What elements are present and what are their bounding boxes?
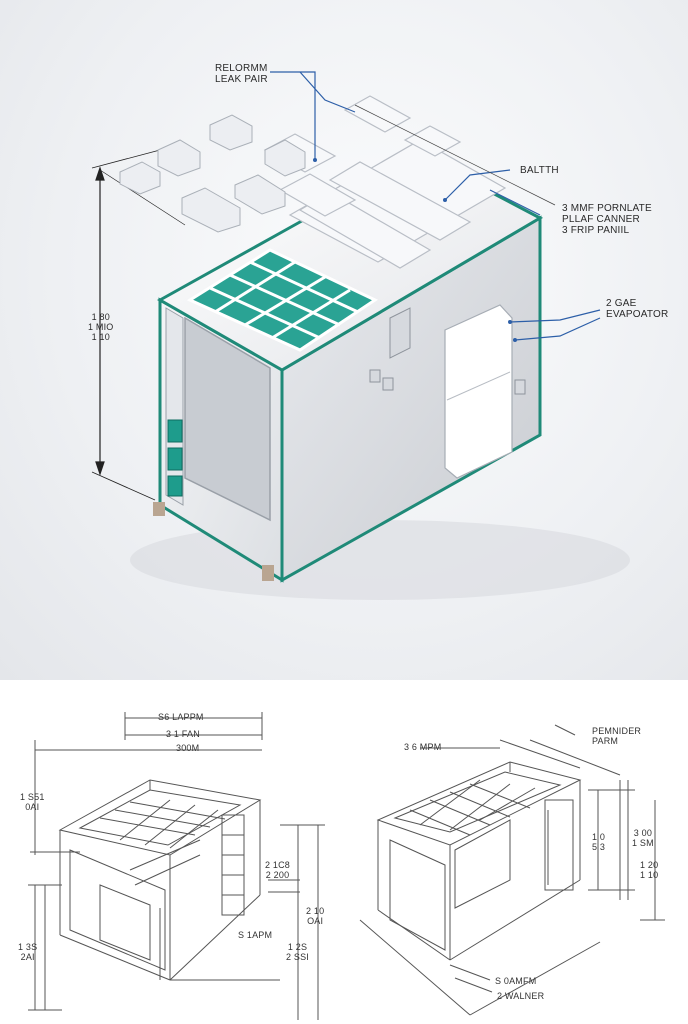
callout-leaders [270, 71, 601, 341]
foot [262, 565, 274, 581]
foot [153, 502, 165, 516]
evaporator-seam [446, 371, 511, 401]
left-lower-height-dim: 1 3S 2AI [18, 942, 38, 962]
left-top-dim-3: 300M [176, 743, 200, 753]
left-top-dim-2: 3 1 FAN [166, 729, 200, 739]
right-corner-label: PEMNIDER PARM [592, 726, 642, 746]
right-dim-2: 3 00 1 SM [632, 828, 654, 848]
roof-grid-lines [209, 260, 359, 340]
render-panel: RELORMM LEAK PAIR BALTTH 3 MMF PORNLATE … [0, 0, 688, 680]
callout-leak-pair: RELORMM LEAK PAIR [215, 63, 268, 85]
callout-baltth: BALTTH [520, 165, 559, 176]
right-top-dim: 3 6 MPM [404, 742, 442, 752]
cold-room-render [91, 71, 630, 600]
interior-shelving [167, 419, 183, 497]
right-isometric-drawing [359, 724, 665, 1016]
drawing-panel: S6 LAPPM 3 1 FAN 300M 1 S51 0AI 1 3S 2AI… [0, 680, 688, 1024]
extension-line [354, 104, 556, 206]
left-right-dim-2: 2 10 OAI [306, 906, 325, 926]
wall-hardware [369, 307, 526, 395]
exploded-blocks [119, 114, 306, 233]
evaporator-unit [444, 304, 513, 479]
exploded-roof-panels [263, 95, 507, 269]
height-dimension-label: 1 80 1 MIO 1 10 [88, 312, 114, 342]
right-bottom-label-1: S 0AMFM [495, 976, 537, 986]
left-bottom-label: S 1APM [238, 930, 273, 940]
open-door-panel [165, 307, 184, 506]
left-isometric-drawing [28, 712, 325, 1020]
callout-evaporator: 2 GAE EVAPOATOR [606, 298, 669, 320]
right-dim-1: 1 0 5 3 [592, 832, 606, 852]
callout-dots [313, 158, 517, 342]
left-mid-dim: 2 1C8 2 200 [265, 860, 291, 880]
left-right-dim-1: 1 2S 2 SSI [286, 942, 310, 962]
technical-drawings [28, 712, 665, 1020]
right-bottom-label-2: 2 WALNER [497, 991, 545, 1001]
left-top-dim-1: S6 LAPPM [158, 712, 204, 722]
height-dimension-line [91, 149, 186, 501]
right-dim-3: 1 20 1 10 [640, 860, 659, 880]
callout-frip-panel: 3 MMF PORNLATE PLLAF CANNER 3 FRIP PANII… [562, 203, 652, 236]
door-opening [184, 316, 271, 522]
left-upper-height-dim: 1 S51 0AI [20, 792, 45, 812]
